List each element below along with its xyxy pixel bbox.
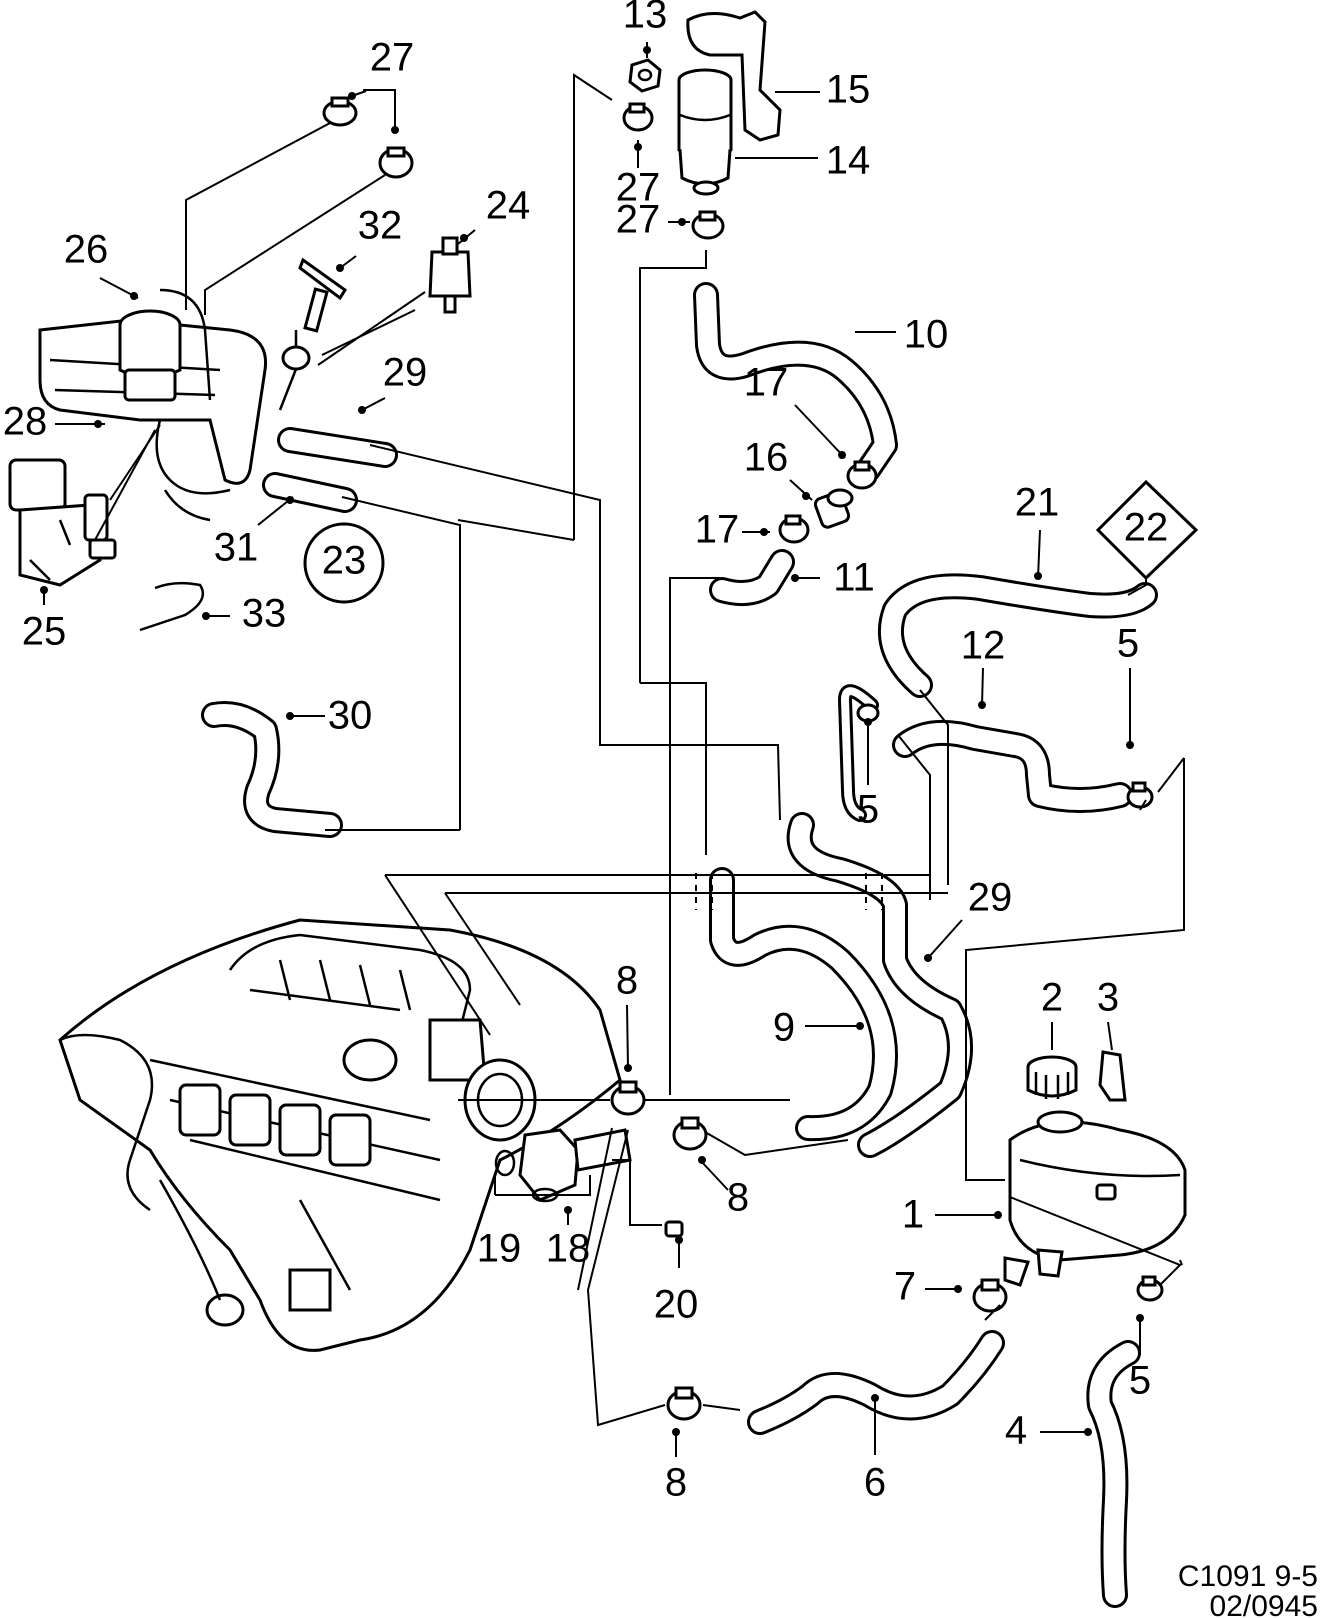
hose-29-upper	[786, 812, 973, 1158]
callout-16: 16	[744, 436, 789, 480]
valve-25	[8, 458, 117, 587]
clamp-27a	[322, 96, 358, 127]
leader-dots	[40, 46, 1144, 1436]
t-connector-32	[298, 257, 348, 333]
callout-3: 3	[1097, 976, 1119, 1020]
callout-30: 30	[328, 694, 373, 738]
leader-lines	[43, 42, 1147, 1457]
hose-10	[693, 282, 898, 483]
pump-14	[677, 68, 733, 196]
clamp-17a	[846, 460, 878, 490]
clamp-8c	[666, 1386, 702, 1421]
callout-17b: 17	[695, 508, 740, 552]
clamp-27b	[378, 146, 414, 179]
hose-6	[747, 1330, 1005, 1435]
connector-16	[813, 488, 854, 529]
clip-33	[139, 581, 205, 632]
grommet	[278, 330, 311, 411]
clamp-27d	[691, 210, 725, 240]
callout-5c: 5	[1129, 1359, 1151, 1403]
hose-5-bleed	[838, 684, 879, 822]
clamp-8b	[672, 1116, 708, 1151]
clamp-5c	[1136, 1275, 1164, 1302]
callout-5b: 5	[857, 788, 879, 832]
callout-21: 21	[1015, 481, 1060, 525]
callout-31: 31	[214, 526, 259, 570]
callout-25: 25	[22, 610, 67, 654]
hoses	[201, 282, 1158, 1608]
callout-1: 1	[902, 1193, 924, 1237]
callout-32: 32	[358, 204, 403, 248]
marker-circle-23	[303, 522, 385, 604]
callout-17a: 17	[744, 361, 789, 405]
callout-24: 24	[486, 184, 531, 228]
hose-31	[262, 472, 358, 513]
hose-29-short	[277, 427, 398, 468]
callout-6: 6	[864, 1461, 886, 1505]
callout-12: 12	[961, 624, 1006, 668]
nut-13	[628, 58, 662, 93]
reference-block: C1091 9-5 02/0945	[1178, 1560, 1318, 1618]
callout-2: 2	[1041, 976, 1063, 1020]
cap-2	[1026, 1055, 1078, 1099]
hose-4	[1086, 1340, 1141, 1608]
callout-8a: 8	[616, 959, 638, 1003]
callout-27b: 27	[616, 166, 661, 210]
callout-29a: 29	[383, 351, 428, 395]
hose-12	[892, 719, 1133, 813]
callout-10: 10	[904, 313, 949, 357]
clamp-5b	[1126, 781, 1154, 809]
callout-5a: 5	[1117, 622, 1139, 666]
bleed-screw-20	[664, 1220, 684, 1238]
callout-8c: 8	[665, 1461, 687, 1505]
callout-28: 28	[3, 400, 48, 444]
bracket-15	[686, 10, 782, 142]
connection-lines	[94, 73, 1185, 1427]
clamp-7	[972, 1278, 1008, 1313]
callout-22: 22	[1124, 506, 1169, 550]
engine-illustration	[58, 918, 622, 1352]
callout-29b: 29	[968, 876, 1013, 920]
clamp-27c	[622, 102, 654, 132]
callout-23: 23	[322, 539, 367, 583]
o-ring-19	[494, 1149, 516, 1177]
clamps	[322, 96, 1164, 1421]
callout-8b: 8	[727, 1176, 749, 1220]
callout-20: 20	[654, 1283, 699, 1327]
callout-13: 13	[623, 0, 668, 37]
filter-24	[428, 236, 472, 314]
clamp-8a	[610, 1080, 646, 1116]
clamp-17b	[778, 514, 810, 544]
callout-labels: 27 13 15 14 27 27 24 26 32 10 29 28 17 1…	[3, 0, 1169, 1505]
parts	[8, 10, 1199, 1421]
housing-18	[518, 1128, 632, 1203]
hose-21	[877, 573, 1158, 698]
callout-19: 19	[477, 1227, 522, 1271]
callout-4: 4	[1005, 1409, 1027, 1453]
callout-7: 7	[894, 1265, 916, 1309]
callout-18: 18	[546, 1227, 591, 1271]
callout-33: 33	[242, 592, 287, 636]
callout-15: 15	[826, 68, 871, 112]
callout-9: 9	[773, 1006, 795, 1050]
callout-14: 14	[826, 139, 871, 183]
valve-26	[118, 288, 212, 402]
hose-9	[709, 867, 898, 1142]
hose-30	[201, 701, 343, 838]
clip-3	[1098, 1050, 1127, 1102]
callout-27c: 27	[616, 198, 661, 242]
callout-11: 11	[833, 556, 875, 600]
callout-26: 26	[64, 228, 109, 272]
callout-27a: 27	[370, 36, 415, 80]
reference-date: 02/0945	[1210, 1590, 1318, 1618]
expansion-tank-1	[1003, 1110, 1187, 1287]
hose-11	[709, 549, 795, 607]
reference-code: C1091 9-5	[1178, 1560, 1318, 1593]
